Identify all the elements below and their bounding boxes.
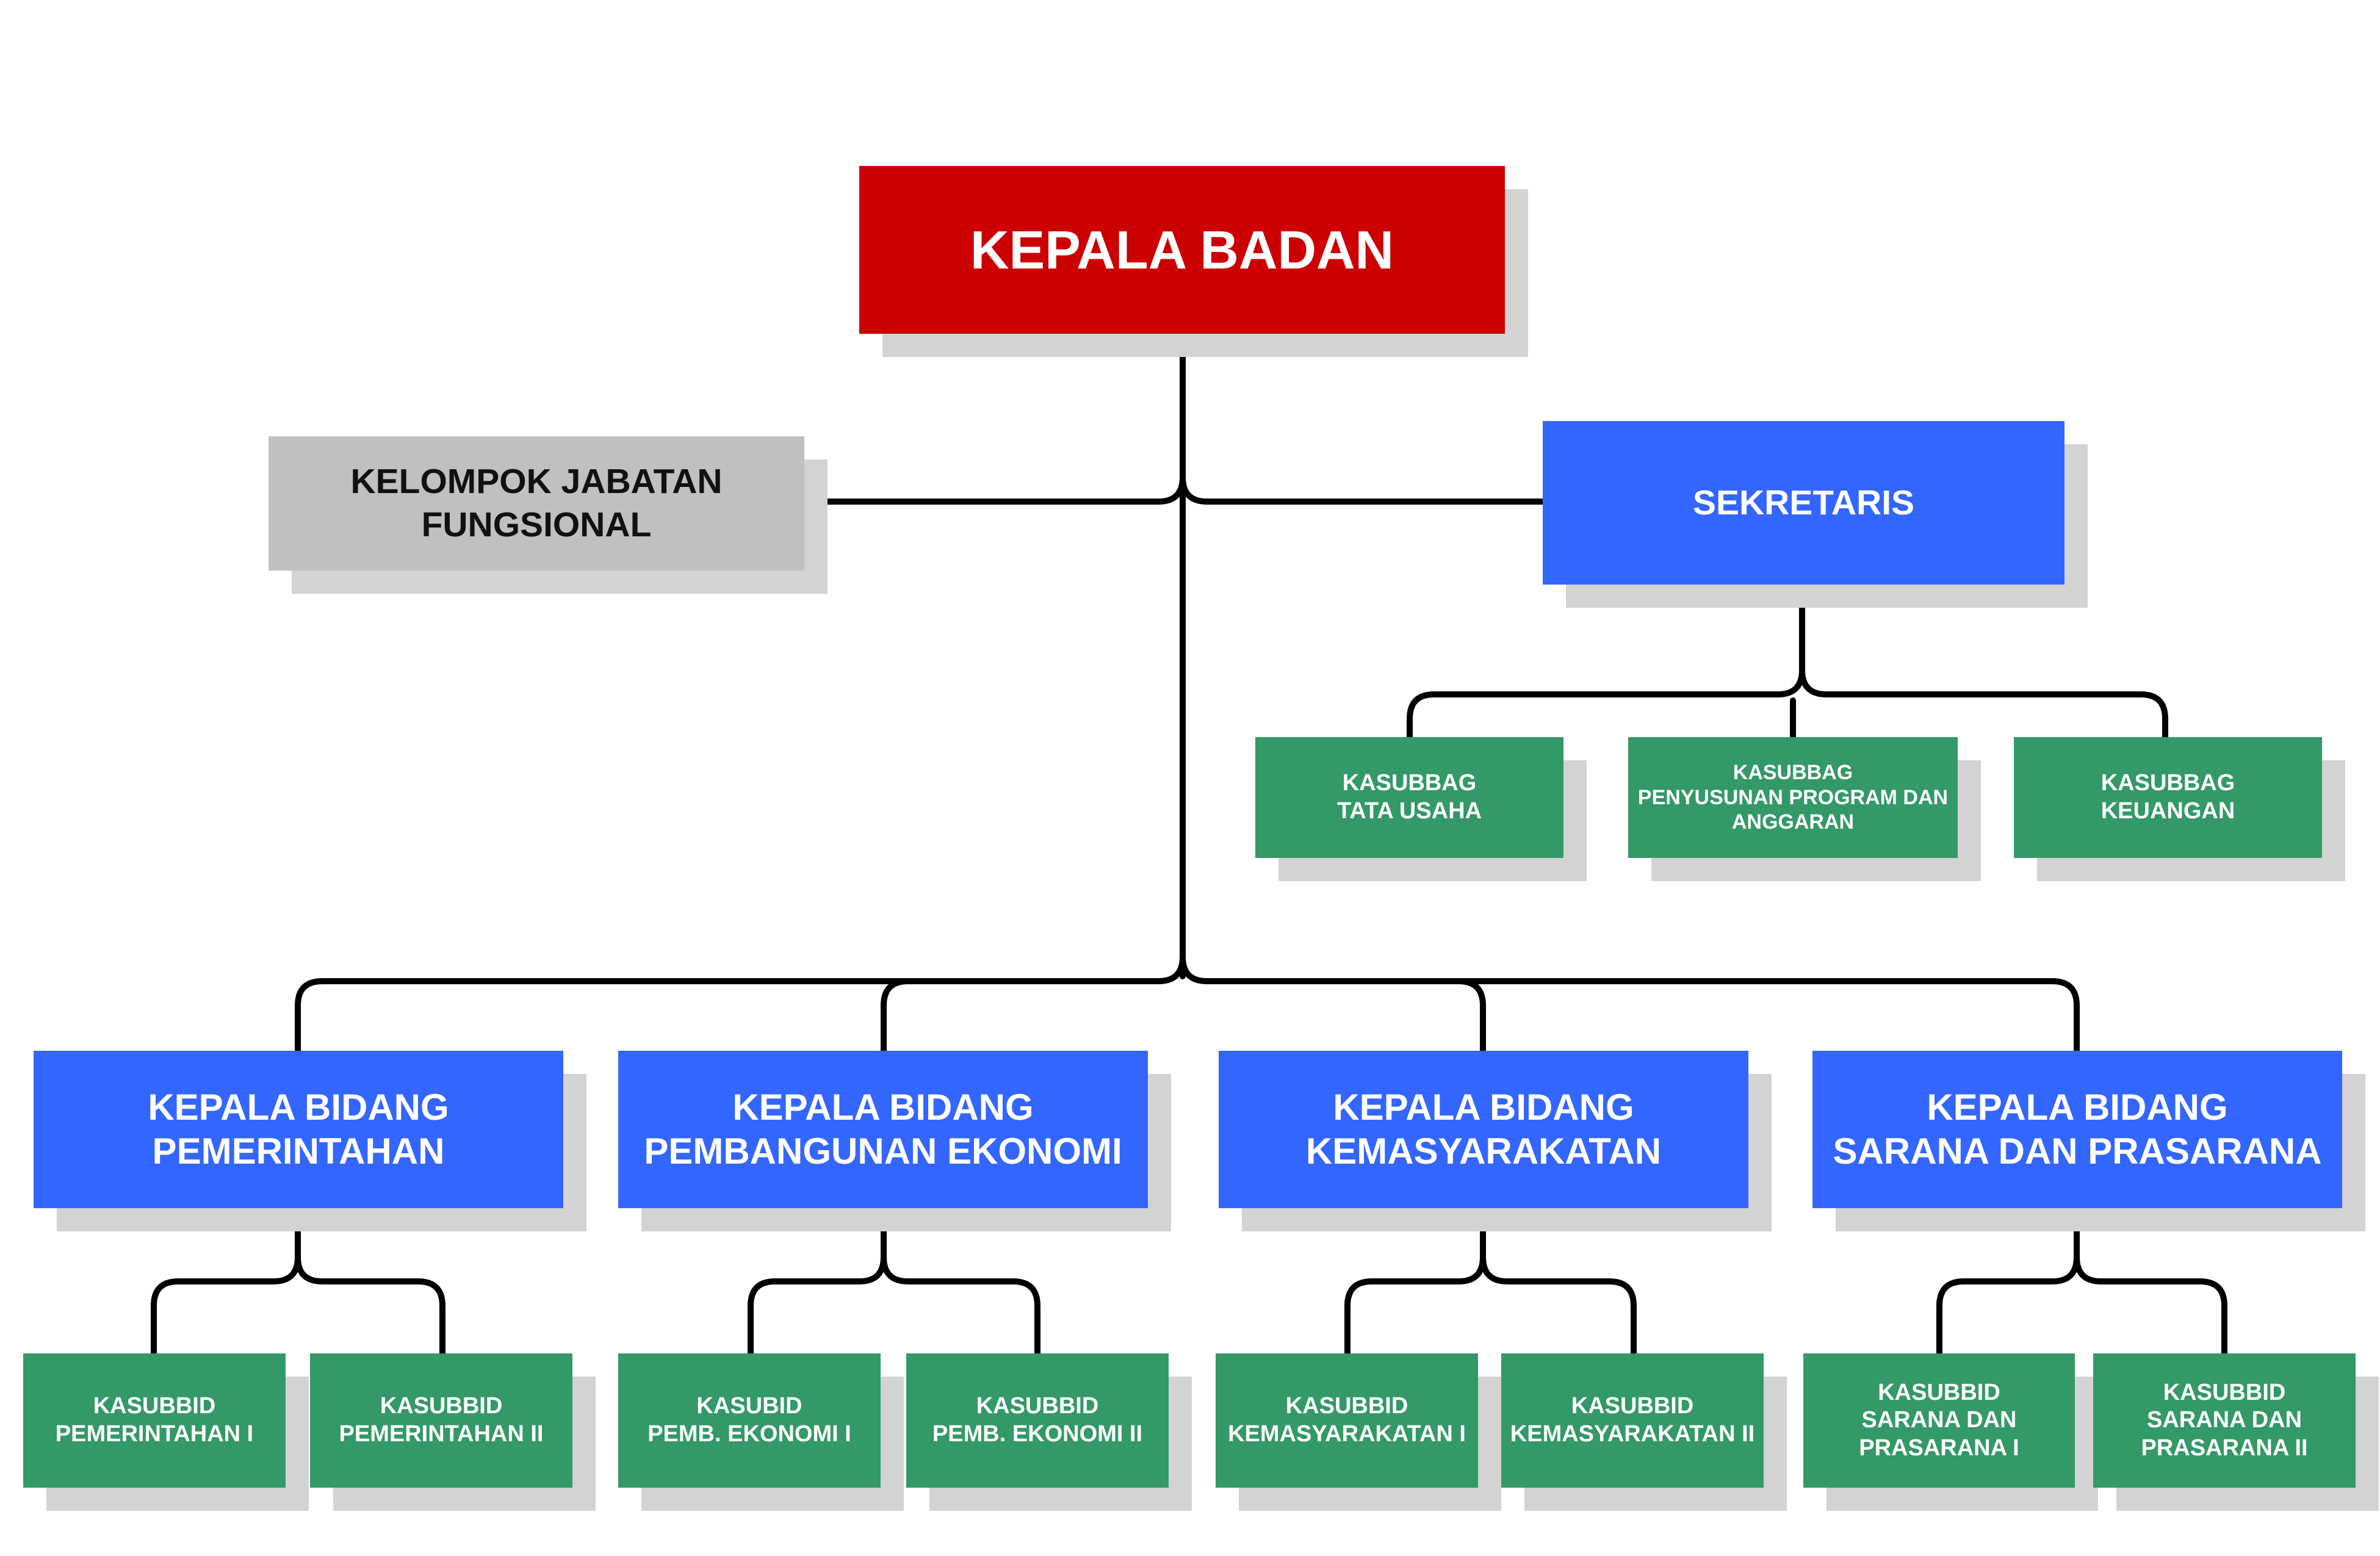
connector-bidang-2 — [881, 978, 911, 1056]
subbag-3-box: KASUBBAG KEUANGAN — [2014, 737, 2345, 881]
bidang-3-box-label: KEPALA BIDANG KEMASYARAKATAN — [1219, 1051, 1748, 1208]
kelompok-jabatan-fungsional-box-label: KELOMPOK JABATAN FUNGSIONAL — [269, 436, 804, 571]
bidang-2-box-label: KEPALA BIDANG PEMBANGUNAN EKONOMI — [618, 1051, 1148, 1208]
subbid-1-2-box-label: KASUBBID PEMERINTAHAN II — [310, 1353, 572, 1488]
subbid-2-2-box-label: KASUBBID PEMB. EKONOMI II — [906, 1353, 1169, 1488]
bidang-4-box-label: KEPALA BIDANG SARANA DAN PRASARANA — [1812, 1051, 2342, 1208]
subbag-1-box-label: KASUBBAG TATA USAHA — [1255, 737, 1563, 858]
sekretaris-box: SEKRETARIS — [1543, 421, 2088, 608]
bidang-4-box: KEPALA BIDANG SARANA DAN PRASARANA — [1812, 1051, 2365, 1231]
kelompok-jabatan-fungsional-box: KELOMPOK JABATAN FUNGSIONAL — [269, 436, 828, 594]
subbag-2-box-label: KASUBBAG PENYUSUNAN PROGRAM DAN ANGGARAN — [1628, 737, 1958, 858]
subbid-2-1-box-label: KASUBID PEMB. EKONOMI I — [618, 1353, 881, 1488]
subbid-3-1-box-label: KASUBBID KEMASYARAKATAN I — [1216, 1353, 1478, 1488]
connector-subbid-right-4 — [2074, 1254, 2227, 1358]
subbid-3-2-box: KASUBBID KEMASYARAKATAN II — [1501, 1353, 1787, 1511]
subbid-3-1-box: KASUBBID KEMASYARAKATAN I — [1216, 1353, 1501, 1511]
subbid-1-1-box-label: KASUBBID PEMERINTAHAN I — [23, 1353, 286, 1488]
subbid-3-2-box-label: KASUBBID KEMASYARAKATAN II — [1501, 1353, 1764, 1488]
kepala-badan-box: KEPALA BADAN — [859, 166, 1528, 357]
subbag-1-box: KASUBBAG TATA USAHA — [1255, 737, 1587, 881]
connector-bidang-3 — [1455, 978, 1486, 1056]
bidang-3-box: KEPALA BIDANG KEMASYARAKATAN — [1219, 1051, 1772, 1231]
kepala-badan-box-label: KEPALA BADAN — [859, 166, 1505, 334]
subbag-3-box-label: KASUBBAG KEUANGAN — [2014, 737, 2322, 858]
bidang-1-box-label: KEPALA BIDANG PEMERINTAHAN — [34, 1051, 563, 1208]
connector-subbid-right-1 — [295, 1254, 445, 1358]
connector-subbag-bus — [1407, 667, 2168, 741]
connector-subbid-right-3 — [1480, 1254, 1637, 1358]
subbid-4-1-box: KASUBBID SARANA DAN PRASARANA I — [1803, 1353, 2098, 1511]
sekretaris-box-label: SEKRETARIS — [1543, 421, 2064, 585]
subbid-2-2-box: KASUBBID PEMB. EKONOMI II — [906, 1353, 1192, 1511]
subbid-4-2-box: KASUBBID SARANA DAN PRASARANA II — [2093, 1353, 2379, 1511]
subbid-1-2-box: KASUBBID PEMERINTAHAN II — [310, 1353, 596, 1511]
subbid-2-1-box: KASUBID PEMB. EKONOMI I — [618, 1353, 904, 1511]
bidang-1-box: KEPALA BIDANG PEMERINTAHAN — [34, 1051, 586, 1231]
subbid-4-1-box-label: KASUBBID SARANA DAN PRASARANA I — [1803, 1353, 2075, 1488]
subbag-2-box: KASUBBAG PENYUSUNAN PROGRAM DAN ANGGARAN — [1628, 737, 1981, 881]
connector-staff-branch — [801, 474, 1547, 505]
connector-bidang-bus — [295, 954, 2080, 1056]
bidang-2-box: KEPALA BIDANG PEMBANGUNAN EKONOMI — [618, 1051, 1171, 1231]
subbid-1-1-box: KASUBBID PEMERINTAHAN I — [23, 1353, 309, 1511]
connector-subbid-right-2 — [881, 1254, 1040, 1358]
subbid-4-2-box-label: KASUBBID SARANA DAN PRASARANA II — [2093, 1353, 2356, 1488]
